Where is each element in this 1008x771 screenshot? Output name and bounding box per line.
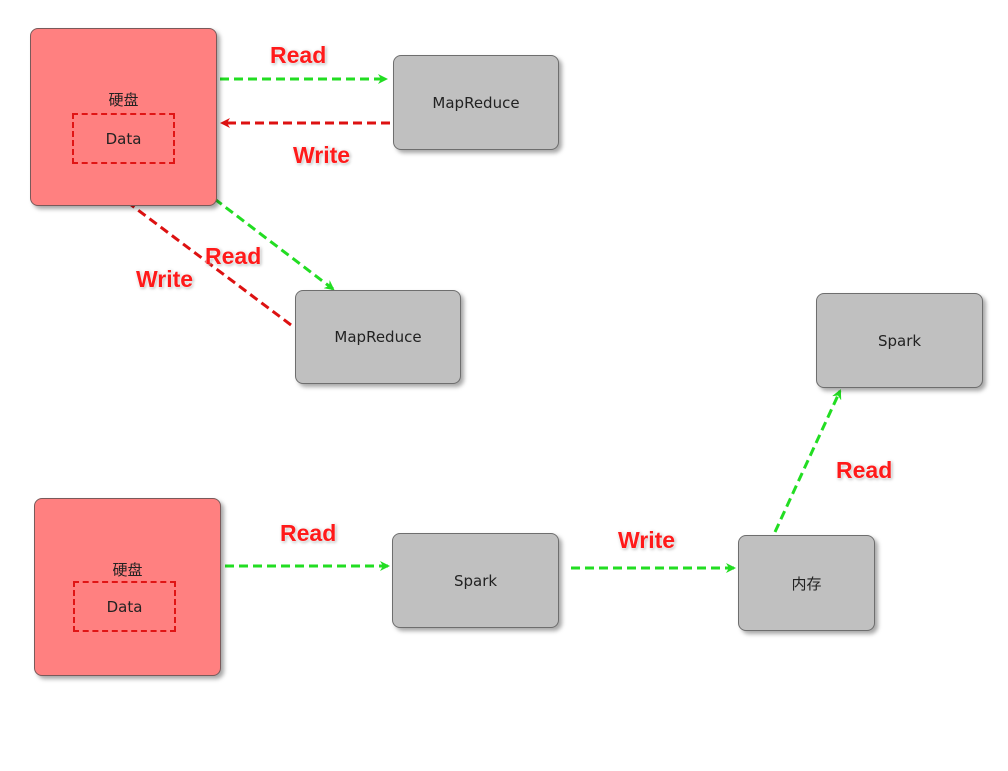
write-label: Write <box>136 266 194 292</box>
disk-box-bottom: 硬盘 Data <box>34 498 221 676</box>
spark-box-1: Spark <box>392 533 559 628</box>
memory-label: 内存 <box>791 574 822 593</box>
write-label: Write <box>618 527 676 553</box>
read-label: Read <box>836 457 893 483</box>
spark-label: Spark <box>453 571 498 590</box>
mapreduce-box-1: MapReduce <box>393 55 559 150</box>
mapreduce-label: MapReduce <box>334 328 422 346</box>
write-label: Write <box>293 142 351 168</box>
memory-box: 内存 <box>738 535 875 631</box>
disk-label: 硬盘 <box>108 91 139 109</box>
data-box: Data <box>72 113 175 164</box>
data-box: Data <box>73 581 176 632</box>
read-label: Read <box>280 520 337 546</box>
data-label: Data <box>106 597 143 616</box>
data-label: Data <box>105 129 142 148</box>
read-arrow-memory-to-spark <box>773 389 842 533</box>
mapreduce-box-2: MapReduce <box>295 290 461 384</box>
spark-box-2: Spark <box>816 293 983 388</box>
disk-box-top: 硬盘 Data <box>30 28 217 206</box>
disk-label: 硬盘 <box>112 561 143 579</box>
read-label: Read <box>270 42 327 68</box>
mapreduce-label: MapReduce <box>432 93 520 112</box>
read-label: Read <box>205 243 262 269</box>
spark-label: Spark <box>877 331 922 350</box>
